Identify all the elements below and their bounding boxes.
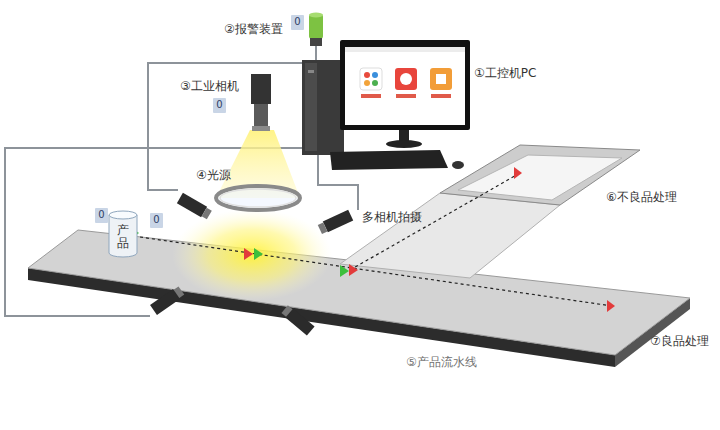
part-label: ⑤产品流水线	[406, 355, 477, 370]
camera-lens	[254, 104, 268, 128]
app-icon	[430, 68, 452, 90]
counter-badge: 0	[150, 213, 163, 228]
sensor-marker	[340, 265, 349, 277]
icon-dot	[372, 72, 378, 78]
camera-body	[323, 210, 353, 233]
app-icon	[360, 68, 382, 90]
sensor-marker	[514, 167, 522, 179]
part-label: ②报警装置	[224, 22, 283, 37]
sensor-marker	[244, 248, 253, 260]
counter-value: 0	[153, 213, 159, 226]
reject-ramp	[340, 193, 560, 278]
ring-light-inner	[220, 189, 296, 207]
icon-dot	[364, 72, 370, 78]
product-cylinder: 产品	[108, 210, 138, 258]
icon-dot	[364, 80, 370, 86]
sensor-marker	[607, 300, 615, 312]
camera-body	[285, 308, 314, 335]
counter-value: 0	[294, 15, 300, 28]
mouse	[452, 161, 464, 169]
counter-badge: 0	[95, 208, 108, 223]
sensor-marker	[254, 248, 263, 260]
reject-path	[350, 173, 520, 270]
cylinder-body	[109, 215, 137, 257]
industrial-camera	[251, 74, 271, 104]
app-icon	[395, 68, 417, 90]
product-path	[140, 237, 612, 306]
app-caption-bar	[431, 94, 451, 98]
camera-lens	[174, 286, 185, 298]
icon-dot	[400, 73, 412, 85]
camera-lens	[202, 208, 212, 220]
screen-titlebar	[345, 47, 465, 52]
counter-badge: 0	[291, 15, 304, 30]
part-label: ⑦良品处理	[650, 334, 709, 349]
cylinder-top	[109, 211, 137, 219]
counter-badge: 0	[213, 98, 226, 113]
product-label: 产品	[117, 224, 129, 250]
monitor	[340, 40, 470, 130]
keyboard	[330, 150, 448, 170]
pc-button	[308, 70, 314, 73]
counter-value: 0	[216, 98, 222, 111]
alarm-light	[309, 14, 323, 39]
camera-body	[150, 289, 180, 315]
alarm-light-top	[309, 13, 323, 18]
part-label: ④光源	[196, 168, 231, 183]
ring-light	[216, 186, 300, 210]
reject-tray-inner	[458, 155, 622, 200]
monitor-base	[386, 140, 422, 148]
side-camera	[150, 286, 185, 315]
part-label: 多相机拍摄	[362, 210, 422, 225]
part-label: ①工控机PC	[474, 66, 536, 81]
light-glow	[172, 209, 332, 301]
pc-tower-front	[305, 63, 317, 151]
camera-lens	[318, 222, 328, 234]
alarm-base	[310, 38, 322, 46]
camera-body	[177, 193, 207, 217]
part-label: ⑥不良品处理	[606, 190, 677, 205]
side-camera	[317, 210, 353, 235]
app-caption-bar	[361, 94, 381, 98]
sensor-marker	[349, 264, 358, 276]
side-camera	[281, 305, 315, 336]
signal-wire	[315, 45, 317, 60]
app-caption-bar	[396, 94, 416, 98]
icon-dot	[372, 80, 378, 86]
icon-dot	[436, 74, 446, 84]
camera-lens	[281, 305, 292, 317]
part-label: ③工业相机	[180, 79, 239, 94]
monitor-screen	[345, 47, 465, 125]
counter-value: 0	[98, 208, 104, 221]
camera-lens-ring	[252, 126, 270, 131]
pc-tower	[302, 60, 344, 155]
side-camera	[177, 193, 212, 220]
